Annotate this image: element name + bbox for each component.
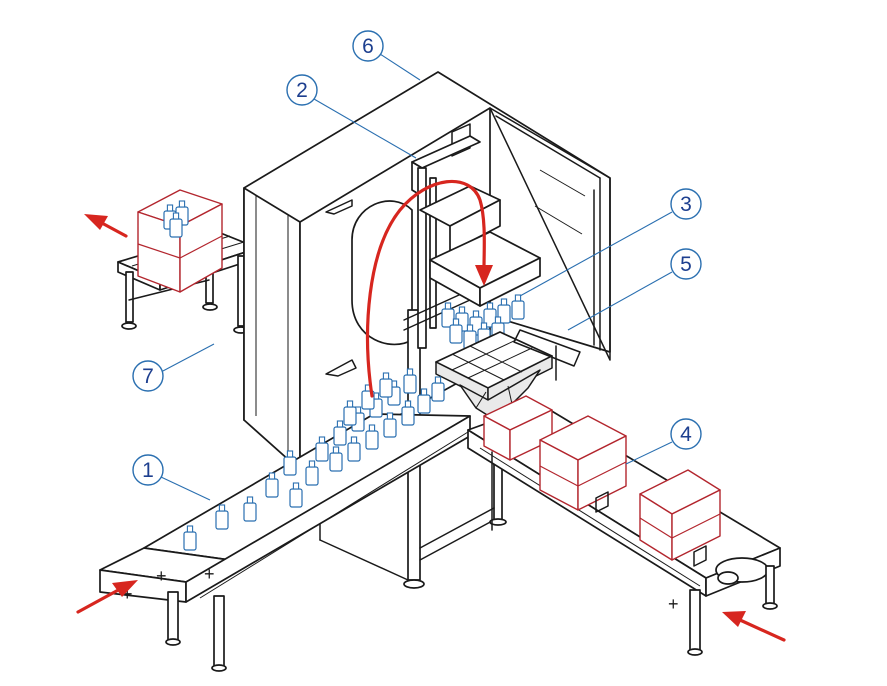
- callout-3: 3: [519, 188, 702, 297]
- partition-grid: [435, 329, 581, 419]
- case-infeed-arrow: [722, 611, 786, 642]
- callout-5-label: 5: [680, 253, 692, 276]
- callout-1: 1: [132, 454, 211, 501]
- pick-head-cylinder: [403, 135, 481, 349]
- outfeed-case: [137, 189, 223, 293]
- svg-text:+: +: [122, 584, 133, 604]
- callout-4-label: 4: [680, 423, 692, 446]
- callout-2-label: 2: [296, 79, 308, 102]
- callout-5: 5: [567, 248, 702, 331]
- callout-2: 2: [286, 74, 417, 159]
- callout-7-label: 7: [142, 365, 154, 388]
- svg-text:+: +: [204, 564, 215, 584]
- callout-6: 6: [352, 30, 421, 81]
- svg-text:+: +: [668, 594, 679, 614]
- callout-1-label: 1: [142, 459, 154, 482]
- callout-4: 4: [625, 418, 702, 465]
- callout-3-label: 3: [680, 193, 692, 216]
- callout-7: 7: [132, 343, 215, 392]
- svg-text:+: +: [156, 566, 167, 586]
- pick-and-place-arrow: [366, 179, 493, 398]
- case-outfeed-arrow: [84, 214, 128, 238]
- case-conveyor: +: [467, 395, 781, 656]
- case-2: [539, 415, 627, 511]
- bottle-infeed-arrow: [76, 580, 138, 614]
- case-3: [639, 469, 721, 561]
- callout-6-label: 6: [362, 35, 374, 58]
- outfeed-conveyor: [117, 189, 259, 334]
